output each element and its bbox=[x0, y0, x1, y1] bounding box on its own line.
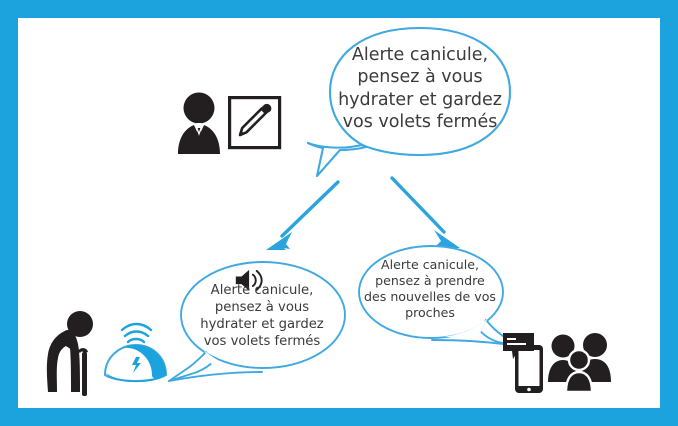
diagram-inner-panel bbox=[18, 18, 660, 408]
